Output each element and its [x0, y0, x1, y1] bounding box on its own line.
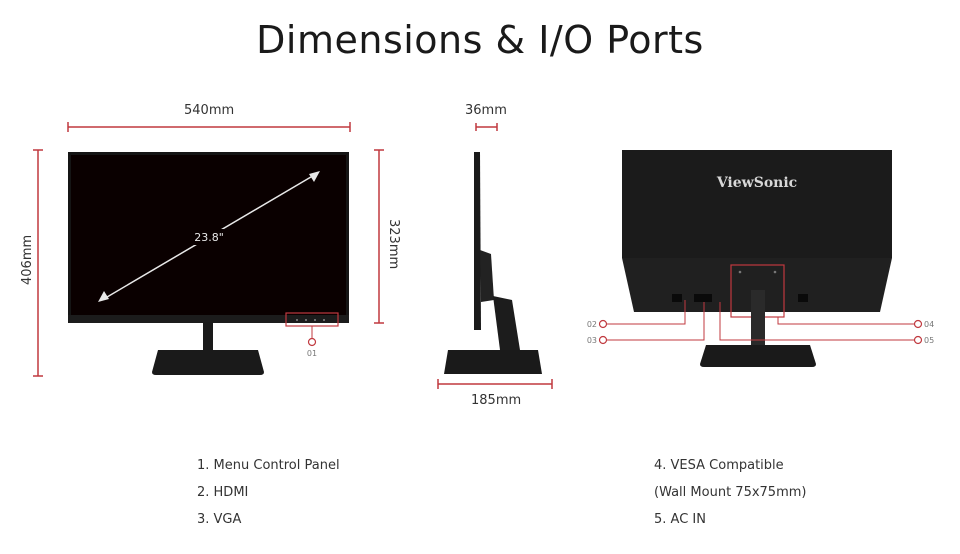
legend-item: 5. AC IN — [654, 512, 706, 527]
legend-item: 4. VESA Compatible — [654, 458, 784, 473]
hdmi-port — [672, 294, 682, 302]
front-stand-base — [152, 350, 264, 375]
side-back-bulge — [480, 250, 494, 302]
side-stand-base — [444, 350, 542, 374]
port-marker-03 — [598, 335, 608, 345]
page-title: Dimensions & I/O Ports — [256, 18, 704, 62]
side-stand-neck — [493, 296, 520, 350]
depth-label: 36mm — [465, 103, 507, 118]
total-height-label: 406mm — [20, 234, 35, 285]
legend-left: 1. Menu Control Panel 2. HDMI 3. VGA — [197, 452, 340, 533]
legend-right: 4. VESA Compatible (Wall Mount 75x75mm) … — [654, 452, 806, 533]
legend-item: (Wall Mount 75x75mm) — [654, 485, 807, 500]
back-lower-housing — [622, 258, 892, 312]
port-number-01: 01 — [307, 349, 317, 358]
back-stand-neck — [751, 290, 765, 350]
port-number-05: 05 — [924, 336, 934, 345]
side-view — [437, 123, 553, 389]
vga-port — [694, 294, 712, 302]
front-stand-neck — [203, 322, 213, 350]
port-number-02: 02 — [587, 320, 597, 329]
back-stand-base — [700, 345, 816, 367]
width-label: 540mm — [184, 103, 235, 118]
port-marker-05 — [913, 335, 923, 345]
base-depth-label: 185mm — [471, 393, 522, 408]
port-marker-04 — [913, 319, 923, 329]
legend-item: 3. VGA — [197, 512, 242, 527]
panel-height-label: 323mm — [386, 219, 401, 270]
legend-item: 1. Menu Control Panel — [197, 458, 340, 473]
legend-item: 2. HDMI — [197, 485, 249, 500]
port-marker-01 — [307, 337, 317, 347]
back-view: ViewSonic 02 03 04 05 — [587, 150, 934, 367]
side-panel — [474, 152, 481, 330]
back-panel — [622, 150, 892, 258]
diagonal-label: 23.8" — [194, 231, 224, 244]
ac-in-port — [798, 294, 808, 302]
brand-logo: ViewSonic — [716, 175, 797, 191]
port-marker-02 — [598, 319, 608, 329]
front-view: 23.8" 01 — [33, 122, 384, 377]
port-number-04: 04 — [924, 320, 934, 329]
port-number-03: 03 — [587, 336, 597, 345]
